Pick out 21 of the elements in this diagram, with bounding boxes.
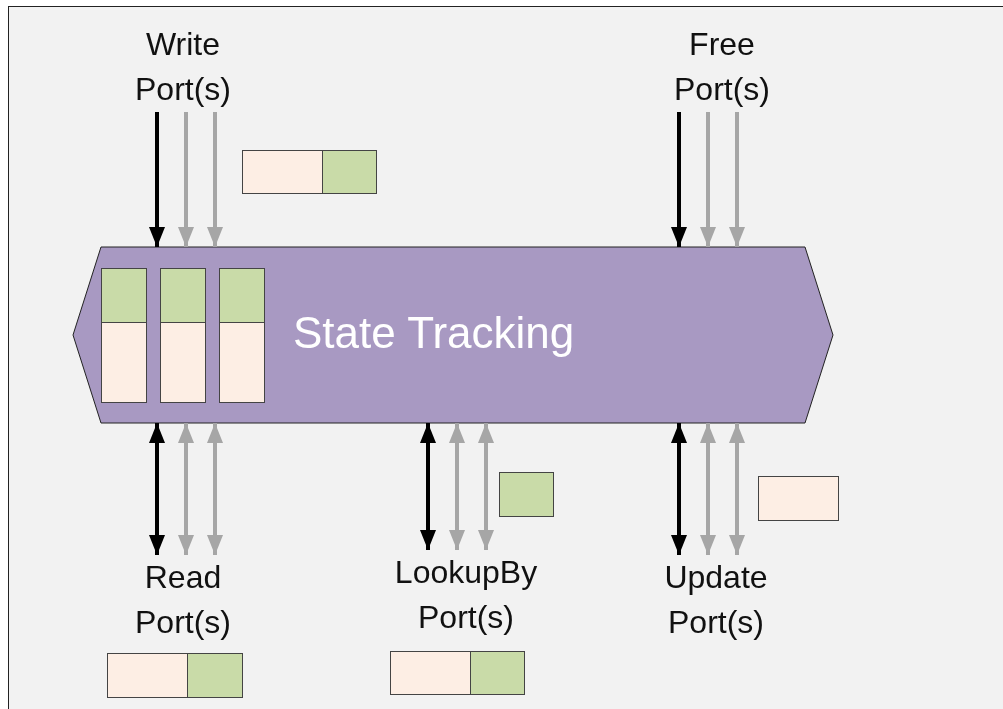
- arrow: [207, 423, 223, 555]
- arrow: [178, 112, 194, 247]
- port-label: Update Port(s): [646, 555, 786, 645]
- arrow: [207, 112, 223, 247]
- arrow: [671, 112, 687, 247]
- arrow: [729, 112, 745, 247]
- arrow: [671, 423, 687, 555]
- arrow: [149, 423, 165, 555]
- arrow: [449, 423, 465, 550]
- port-label: Read Port(s): [113, 555, 253, 645]
- port-label: LookupBy Port(s): [376, 550, 556, 640]
- port-label: Write Port(s): [113, 22, 253, 112]
- arrow: [420, 423, 436, 550]
- node-label: State Tracking: [293, 307, 575, 359]
- arrow: [149, 112, 165, 247]
- arrow: [478, 423, 494, 550]
- arrow: [178, 423, 194, 555]
- arrow: [729, 423, 745, 555]
- arrow: [700, 112, 716, 247]
- port-label: Free Port(s): [652, 22, 792, 112]
- arrow: [700, 423, 716, 555]
